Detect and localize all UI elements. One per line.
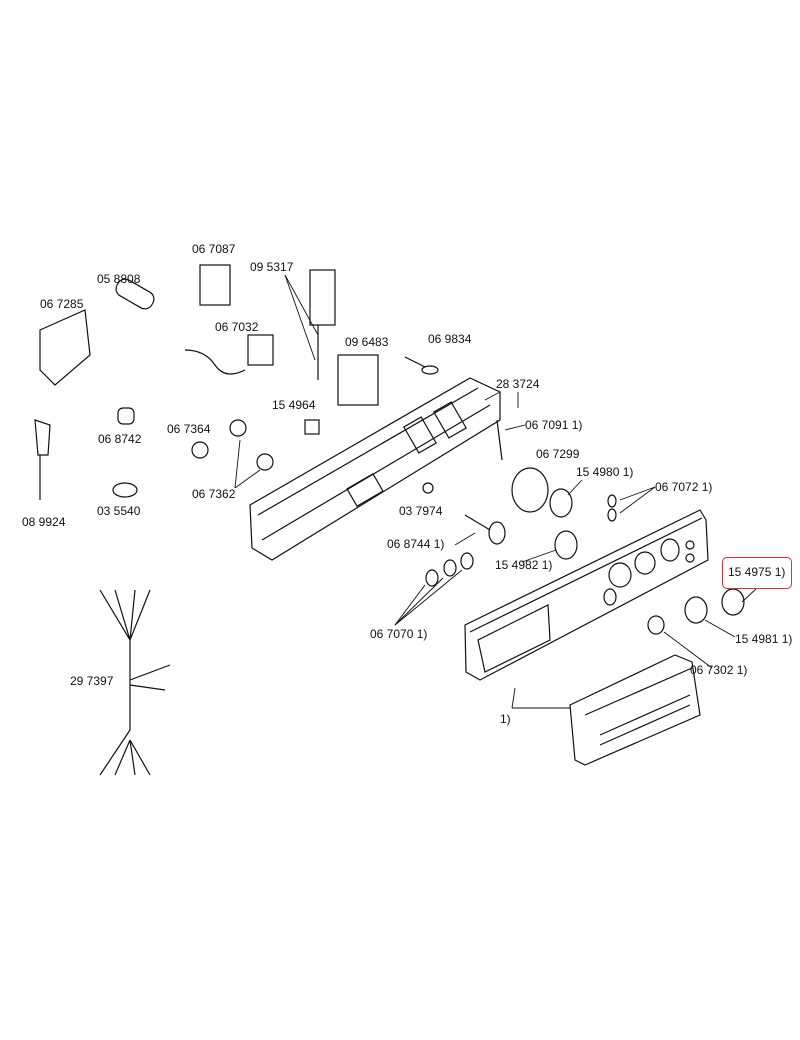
part-label[interactable]: 06 7032 [215, 320, 259, 334]
part-label[interactable]: 09 6483 [345, 335, 389, 349]
detergent-drawer [569, 654, 701, 766]
small-parts [34, 264, 745, 635]
part-label[interactable]: 06 7072 1) [655, 480, 713, 494]
part-label[interactable]: 29 7397 [70, 674, 114, 688]
part-label[interactable]: 15 4982 1) [495, 558, 553, 572]
part-label[interactable]: 03 5540 [97, 504, 141, 518]
part-label[interactable]: 06 8744 1) [387, 537, 445, 551]
part-label[interactable]: 06 7299 [536, 447, 580, 461]
part-label[interactable]: 06 7364 [167, 422, 211, 436]
part-label[interactable]: 28 3724 [496, 377, 540, 391]
part-label[interactable]: 03 7974 [399, 504, 443, 518]
part-label[interactable]: 15 4980 1) [576, 465, 634, 479]
part-label[interactable]: 15 4964 [272, 398, 316, 412]
part-label[interactable]: 06 7087 [192, 242, 236, 256]
part-label[interactable]: 06 7302 1) [690, 663, 748, 677]
part-label[interactable]: 06 7362 [192, 487, 236, 501]
part-label[interactable]: 05 8808 [97, 272, 141, 286]
wiring-harness [99, 589, 171, 776]
part-label[interactable]: 15 4981 1) [735, 632, 793, 646]
part-label[interactable]: 06 7091 1) [525, 418, 583, 432]
part-label-highlighted[interactable]: 15 4975 1) [728, 565, 786, 579]
highlight-box [722, 557, 792, 589]
leader-lines [234, 274, 758, 709]
part-label[interactable]: 06 9834 [428, 332, 472, 346]
part-label[interactable]: 1) [500, 712, 511, 726]
part-label[interactable]: 09 5317 [250, 260, 294, 274]
control-panel-housing [249, 377, 501, 561]
part-label[interactable]: 06 8742 [98, 432, 142, 446]
part-label[interactable]: 06 7285 [40, 297, 84, 311]
part-label[interactable]: 08 9924 [22, 515, 66, 529]
front-fascia [464, 509, 709, 681]
part-label[interactable]: 06 7070 1) [370, 627, 428, 641]
